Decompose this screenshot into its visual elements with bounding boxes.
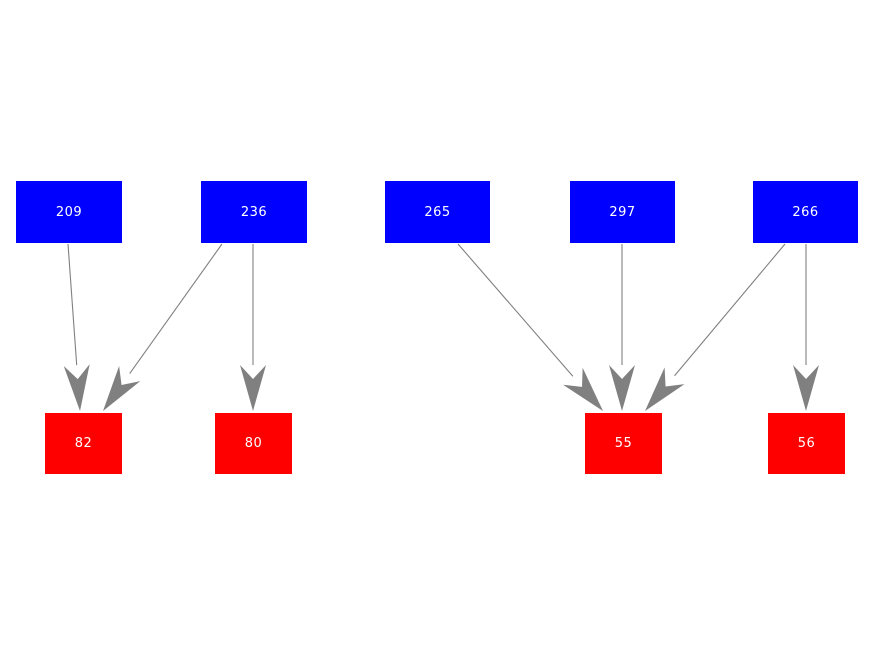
node-label: 297 <box>609 204 636 220</box>
node-56[interactable]: 56 <box>768 413 845 474</box>
node-236[interactable]: 236 <box>201 181 307 243</box>
node-label: 56 <box>797 436 816 451</box>
arrowhead-icon <box>793 365 819 411</box>
edge-line <box>674 243 786 377</box>
node-266[interactable]: 266 <box>753 181 858 243</box>
node-265[interactable]: 265 <box>385 181 490 243</box>
edge-n236-to-n80 <box>240 244 266 411</box>
edge-n297-to-n55 <box>609 244 635 411</box>
edge-line <box>67 243 78 366</box>
node-label: 265 <box>424 204 451 220</box>
node-label: 266 <box>792 204 819 220</box>
edge-n266-to-n55 <box>645 243 786 411</box>
edge-n265-to-n55 <box>457 243 603 411</box>
arrowhead-icon <box>63 364 90 411</box>
node-label: 80 <box>244 436 263 451</box>
node-209[interactable]: 209 <box>16 181 122 243</box>
node-82[interactable]: 82 <box>45 413 122 474</box>
arrowhead-icon <box>103 365 141 411</box>
arrowhead-icon <box>563 367 603 411</box>
edge-n266-to-n56 <box>793 244 819 411</box>
edge-line <box>129 243 223 374</box>
arrowhead-icon <box>645 367 685 411</box>
arrowhead-icon <box>240 365 266 411</box>
node-297[interactable]: 297 <box>570 181 675 243</box>
node-55[interactable]: 55 <box>585 413 662 474</box>
arrowhead-icon <box>609 365 635 411</box>
node-label: 209 <box>55 204 83 220</box>
edge-line <box>457 243 574 377</box>
edge-n209-to-n82 <box>63 243 90 411</box>
node-80[interactable]: 80 <box>215 413 292 474</box>
edge-n236-to-n82 <box>103 243 223 411</box>
node-label: 55 <box>614 436 633 451</box>
node-label: 236 <box>240 204 268 220</box>
node-label: 82 <box>74 436 93 451</box>
